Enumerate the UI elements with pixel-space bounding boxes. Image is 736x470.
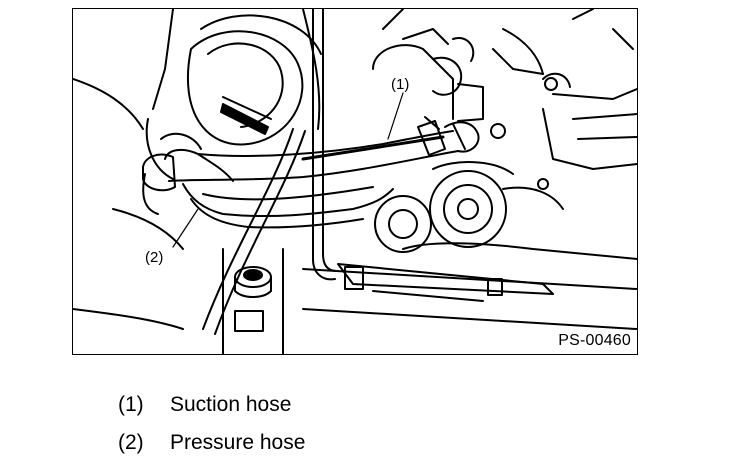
legend-label: Pressure hose bbox=[170, 431, 306, 454]
lower-bracket bbox=[302, 242, 637, 330]
pressure-hose bbox=[182, 183, 394, 229]
legend: (1) Suction hose (2) Pressure hose bbox=[118, 386, 305, 462]
legend-number: (2) bbox=[118, 431, 144, 454]
figure-code: PS-00460 bbox=[558, 332, 631, 349]
legend-number: (1) bbox=[118, 393, 144, 416]
callout-2-label: (2) bbox=[145, 249, 164, 266]
callout-1-leader bbox=[387, 92, 404, 140]
legend-label: Suction hose bbox=[170, 393, 292, 416]
engine-line-drawing bbox=[73, 9, 637, 354]
legend-item: (1) Suction hose bbox=[118, 386, 305, 424]
engine-bay-illustration: (1) (2) PS-00460 bbox=[72, 8, 638, 355]
upper-right-components bbox=[372, 9, 637, 190]
hose-clamp bbox=[417, 116, 480, 156]
callout-1-label: (1) bbox=[391, 76, 410, 93]
intake-duct bbox=[152, 9, 322, 146]
mounting-bolt bbox=[222, 248, 284, 354]
callout-2-leader bbox=[172, 208, 199, 248]
pulleys bbox=[374, 161, 564, 253]
legend-item: (2) Pressure hose bbox=[118, 424, 305, 462]
